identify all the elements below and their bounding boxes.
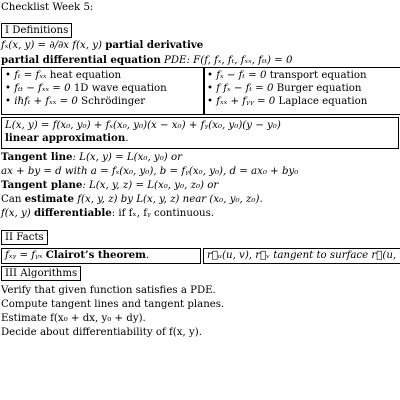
differentiable-term: differentiable	[33, 207, 112, 219]
clairaut-term: Clairot’s theorem	[45, 249, 146, 261]
algorithm-item: Compute tangent lines and tangent planes…	[1, 299, 225, 310]
partial-formula: fₓ(x, y) = ∂/∂x f(x, y)	[1, 40, 102, 51]
section-heading-definitions: I Definitions	[1, 23, 73, 38]
estimate-line: Can estimate f(x, y, z) by L(x, y, z) ne…	[1, 193, 263, 205]
pde-example: • fₓₓ + fᵧᵧ = 0 Laplace equation	[207, 96, 368, 107]
page-title: Checklist Week 5:	[1, 2, 94, 13]
partial-derivative-term: partial derivative	[105, 39, 204, 51]
section-heading-algorithms: III Algorithms	[1, 266, 82, 281]
pde-example: • fₓ − fₜ = 0 transport equation	[207, 70, 367, 81]
differentiable-line: f(x, y) differentiable: if fₓ, fᵧ contin…	[1, 207, 215, 219]
tangent-plane-definition: Tangent plane: L(x, y, z) = L(x₀, y₀, z₀…	[1, 179, 219, 191]
tangent-line-definition: Tangent line: L(x, y) = L(x₀, y₀) or	[1, 151, 182, 163]
pde-example: • iℏfₜ + fₓₓ = 0 Schrödinger	[5, 96, 146, 107]
algorithm-item: Estimate f(x₀ + dx, y₀ + dy).	[1, 313, 146, 324]
pde-examples-right-box: • fₓ − fₜ = 0 transport equation • f fₓ …	[203, 67, 400, 115]
linear-term-line: linear approximation.	[5, 132, 129, 144]
linear-approximation-box: L(x, y) = f(x₀, y₀) + fₓ(x₀, y₀)(x − x₀)…	[1, 117, 399, 149]
tangent-line-label: Tangent line	[1, 151, 73, 163]
tangent-line-equation: ax + by = d with a = fₓ(x₀, y₀), b = fᵧ(…	[1, 166, 299, 177]
pde-example: • fₜ = fₓₓ heat equation	[5, 70, 122, 81]
section-heading-facts: II Facts	[1, 230, 48, 245]
pde-examples-left-box: • fₜ = fₓₓ heat equation • fₜₜ − fₓₓ = 0…	[1, 67, 205, 115]
tangent-vectors-box: r⃗ᵤ(u, v), r⃗ᵥ tangent to surface r⃗(u, …	[203, 248, 400, 264]
linear-formula: L(x, y) = f(x₀, y₀) + fₓ(x₀, y₀)(x − x₀)…	[5, 120, 281, 131]
pde-line: partial differential equation PDE: F(f, …	[1, 54, 292, 67]
pde-definition: PDE: F(f, fₓ, fₜ, fₓₓ, fₜₜ) = 0	[164, 55, 293, 66]
algorithm-item: Verify that given function satisfies a P…	[1, 285, 216, 296]
pde-term: partial differential equation	[1, 54, 161, 66]
estimate-term: estimate	[24, 193, 75, 205]
partial-derivative-line: fₓ(x, y) = ∂/∂x f(x, y) partial derivati…	[1, 39, 203, 52]
pde-example: • f fₓ − fₜ = 0 Burger equation	[207, 83, 362, 94]
tangent-plane-label: Tangent plane	[1, 179, 83, 191]
clairaut-box: fₓᵧ = fᵧₓ Clairot’s theorem.	[1, 248, 201, 264]
algorithm-item: Decide about differentiability of f(x, y…	[1, 327, 202, 338]
pde-example: • fₜₜ − fₓₓ = 0 1D wave equation	[5, 83, 167, 94]
